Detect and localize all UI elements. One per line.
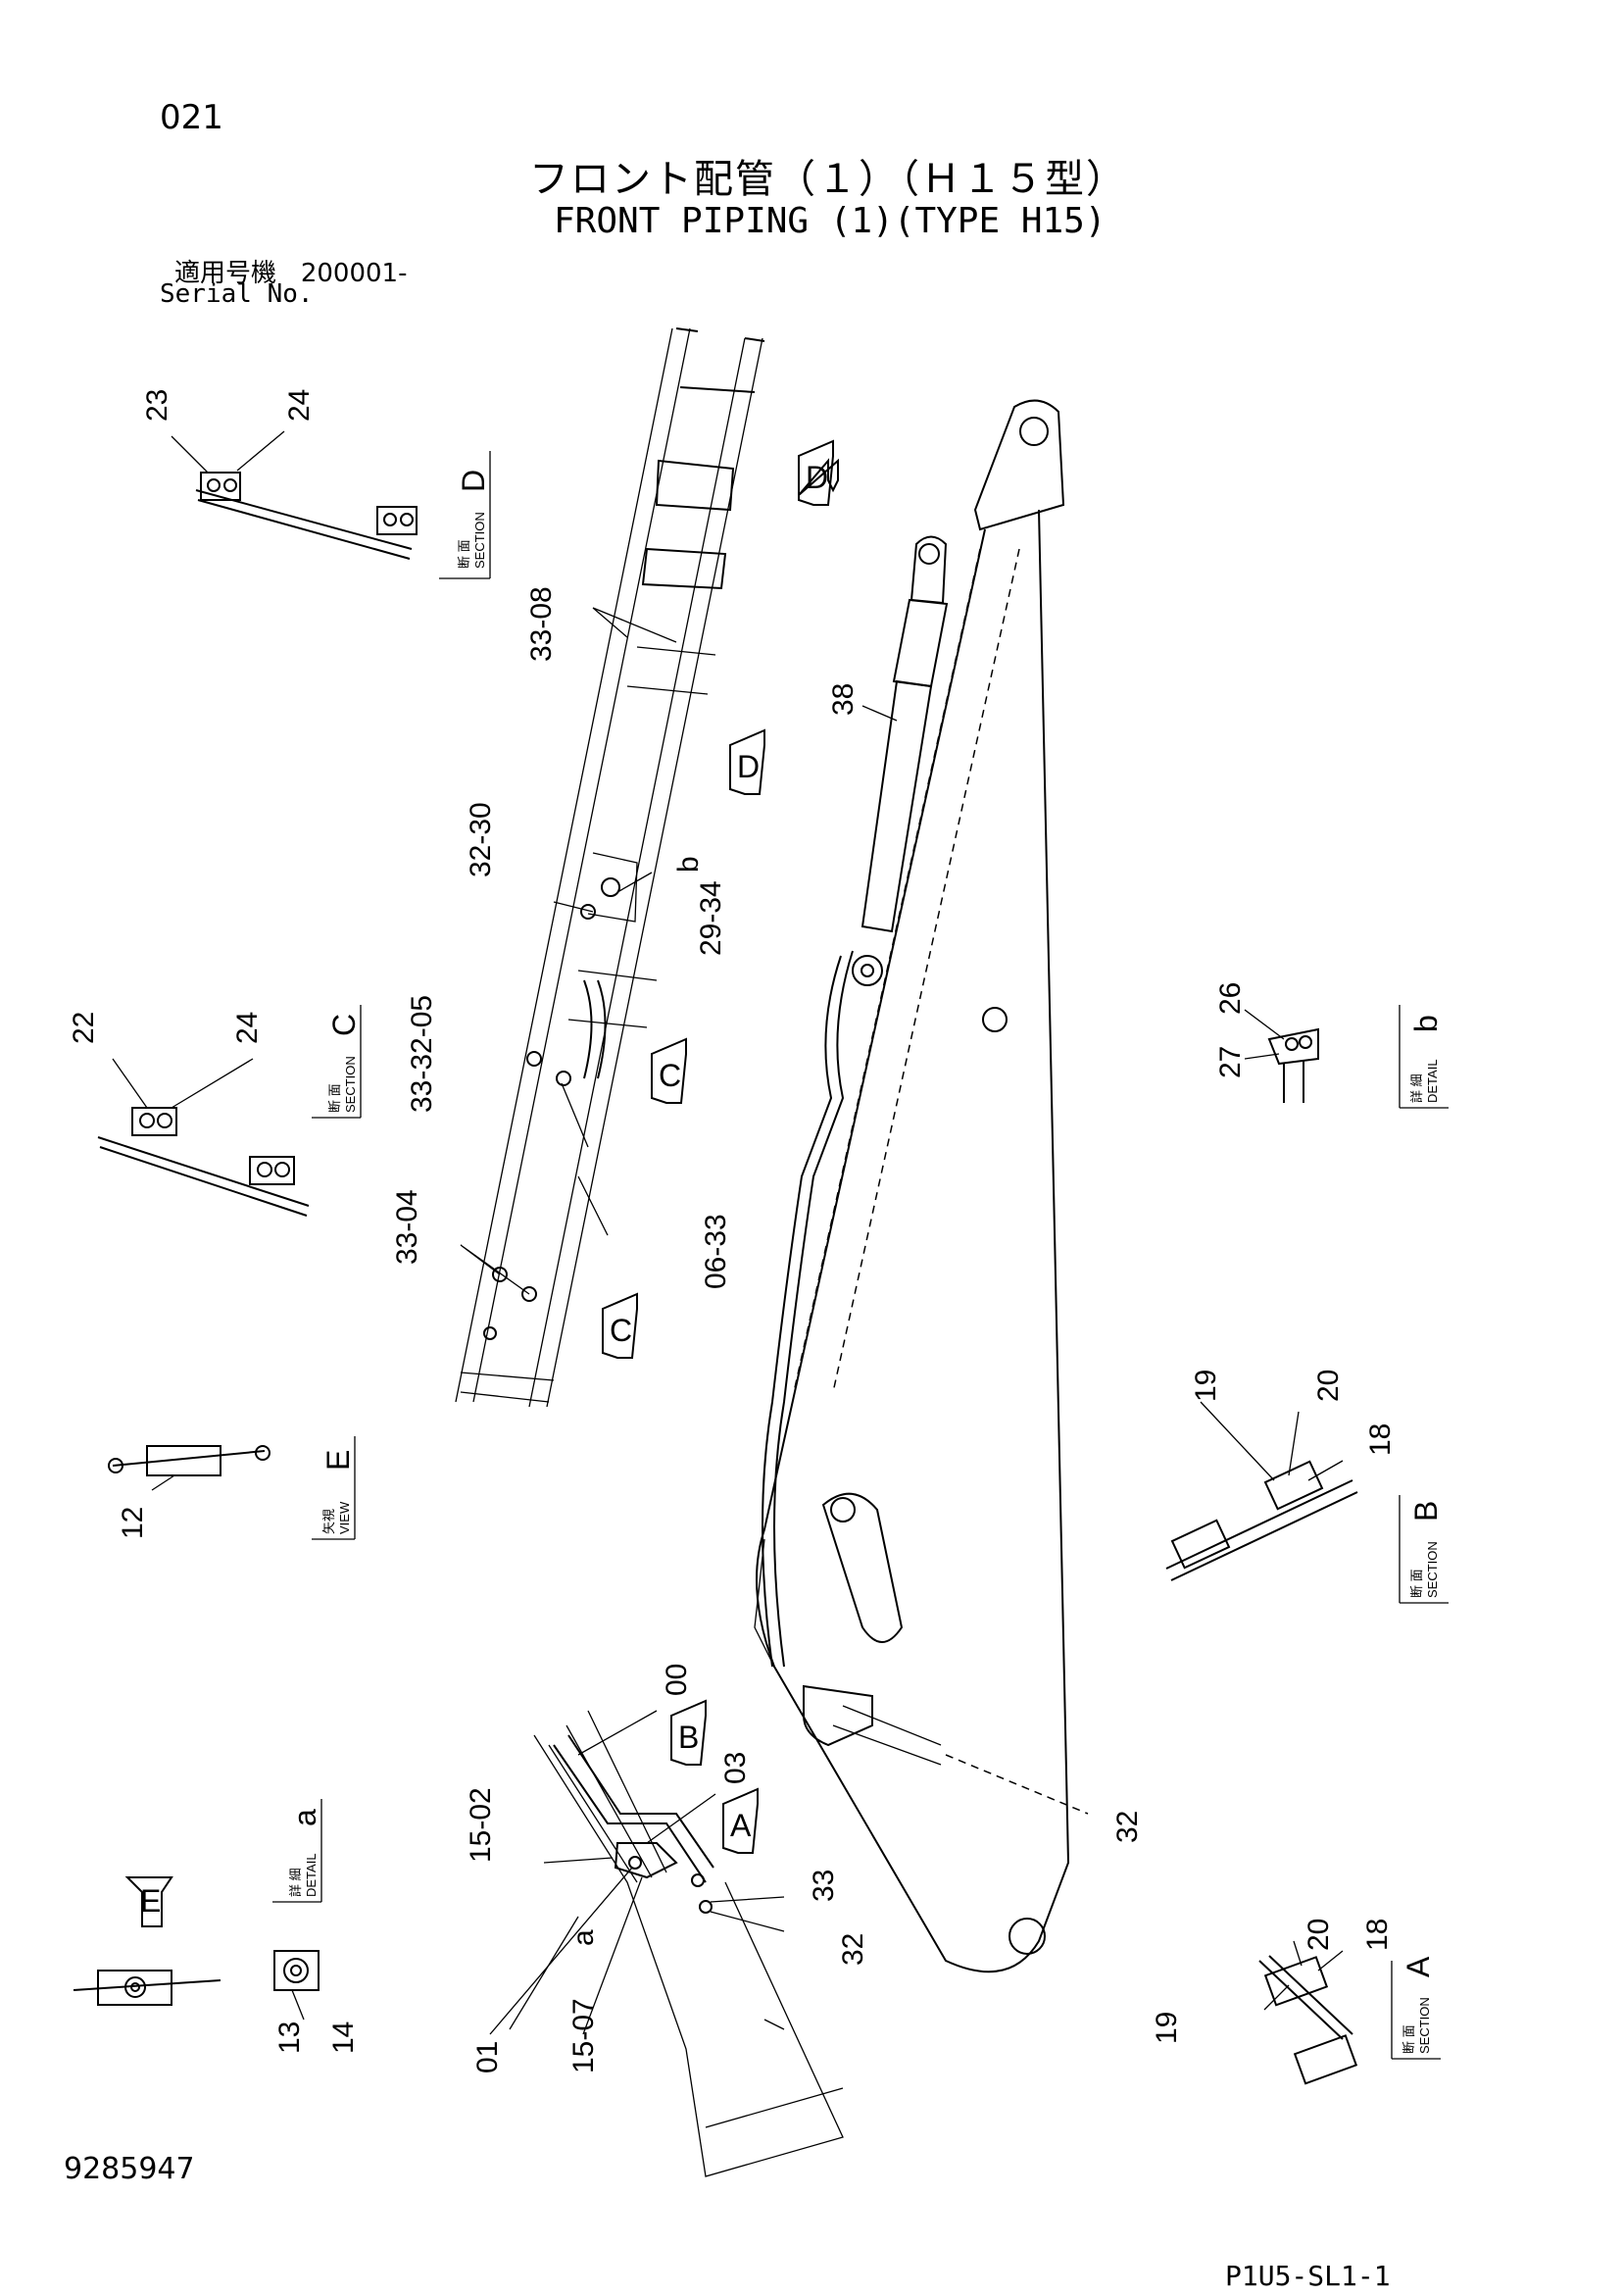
callout-23: 23 [141,389,173,422]
callout-14: 14 [327,2021,360,2054]
callout-33-04: 33-04 [391,1189,423,1265]
arrow-a-letter: A [730,1808,752,1843]
callout-33-32-05: 33-32-05 [406,995,438,1113]
section-a-jp: 断 面 [1402,2024,1416,2054]
leader-lines [112,430,1344,2035]
callout-33: 33 [808,1870,840,1902]
callout-32-base: 32 [837,1933,869,1966]
serial-row: 適用号機 200001- [174,253,407,289]
callout-33-08: 33-08 [525,586,558,662]
callout-38: 38 [827,683,860,716]
view-label-section-a: 断 面 SECTION A [1401,1956,1436,2054]
boom-assembly [754,399,1089,1973]
document-number: 9285947 [64,2152,195,2186]
arrow-c1-letter: C [659,1058,681,1093]
callout-12: 12 [117,1507,149,1539]
detail-a-letter: a [287,1809,322,1826]
callout-19-section-a: 19 [1151,2012,1183,2044]
callout-a-ref: a [567,1929,600,1946]
arrow-c2-shape [602,1292,638,1359]
callout-18-section-b: 18 [1364,1423,1397,1456]
page-number: 021 [160,98,223,137]
section-d-letter: D [456,470,491,492]
section-b-sketch [1165,1460,1358,1581]
serial-value: 200001- [300,259,408,288]
callout-15-07: 15-07 [567,1998,600,2073]
callout-19-section-b: 19 [1190,1370,1222,1402]
page-code: P1U5-SL1-1 [1225,2260,1391,2292]
detail-b-jp: 詳 細 [1409,1073,1424,1103]
view-label-section-c: 断 面 SECTION C [326,1014,362,1113]
callout-03: 03 [719,1752,752,1784]
callout-13: 13 [273,2021,306,2054]
detail-b-sketch [1267,1027,1319,1103]
callout-15-02: 15-02 [465,1787,497,1863]
view-brackets [272,451,1449,2060]
callout-32-30: 32-30 [465,802,497,877]
section-d-en: SECTION [472,512,487,569]
callout-01: 01 [471,2041,504,2073]
callout-24-section-c: 24 [231,1012,264,1044]
callout-00: 00 [661,1664,693,1696]
serial-label-en: Serial No. [160,279,314,309]
detail-b-letter: b [1408,1015,1444,1032]
title-english: FRONT PIPING (1)(TYPE H15) [554,201,1107,241]
view-e-jp: 矢視 [321,1509,336,1534]
callout-27: 27 [1214,1046,1247,1078]
view-e-letter: E [320,1450,356,1471]
arrow-b-shape [670,1699,707,1766]
section-d-jp: 断 面 [457,539,471,569]
view-arrow-d1 [798,458,839,496]
section-a-letter: A [1401,1956,1436,1977]
callout-32-boom: 32 [1111,1811,1144,1843]
callout-20-section-a: 20 [1303,1919,1335,1951]
detail-a-en: DETAIL [304,1853,319,1897]
view-e-sketch [108,1445,270,1476]
arrow-d1-letter: D [806,460,828,495]
view-label-detail-a: 詳 細 DETAIL a [287,1809,322,1897]
detail-a-sketch [73,1950,320,2006]
callout-24-section-d: 24 [283,389,316,422]
callout-labels: 23 24 33-08 38 32-30 b 29-34 22 24 33-32… [68,389,1397,2073]
section-a-en: SECTION [1417,1997,1432,2054]
arrow-e-letter: E [140,1883,161,1919]
callout-06-33: 06-33 [700,1214,732,1289]
callout-26: 26 [1214,982,1247,1015]
section-b-letter: B [1408,1501,1444,1522]
arrow-d2-letter: D [737,749,760,784]
section-b-en: SECTION [1425,1541,1440,1598]
view-label-view-e: 矢視 VIEW E [320,1450,356,1534]
section-d-sketch [195,472,418,560]
arrow-b-letter: B [678,1720,699,1755]
callout-29-34: 29-34 [695,880,727,956]
view-e-en: VIEW [337,1501,352,1534]
detail-a-jp: 詳 細 [288,1868,303,1897]
section-b-jp: 断 面 [1409,1569,1424,1598]
view-label-section-d: 断 面 SECTION D [456,470,491,569]
view-label-detail-b: 詳 細 DETAIL b [1408,1015,1444,1103]
view-label-section-b: 断 面 SECTION B [1408,1501,1444,1598]
detail-b-en: DETAIL [1425,1059,1440,1103]
arrow-a-shape [722,1787,759,1854]
callout-18-section-a: 18 [1361,1919,1394,1951]
arrow-e-shape [124,1876,173,1927]
serial-label-jp: 適用号機 [174,259,277,288]
callout-22: 22 [68,1012,100,1044]
title-japanese: フロント配管（１）（Ｈ１５型） [529,157,1127,202]
arrow-d2-shape [729,728,765,795]
arrow-d1-shape [798,439,834,506]
arrow-c2-letter: C [610,1313,632,1348]
section-a-sketch [1258,1955,1358,2085]
arrow-c1-shape [651,1037,687,1104]
callout-b-ref: b [672,856,705,873]
section-c-sketch [97,1107,310,1217]
section-c-en: SECTION [343,1056,358,1113]
arm-piping-assembly [455,327,765,1408]
section-c-letter: C [326,1014,362,1036]
direction-arrows [124,439,839,1927]
section-c-jp: 断 面 [327,1083,342,1113]
callout-20-section-b: 20 [1312,1370,1345,1402]
